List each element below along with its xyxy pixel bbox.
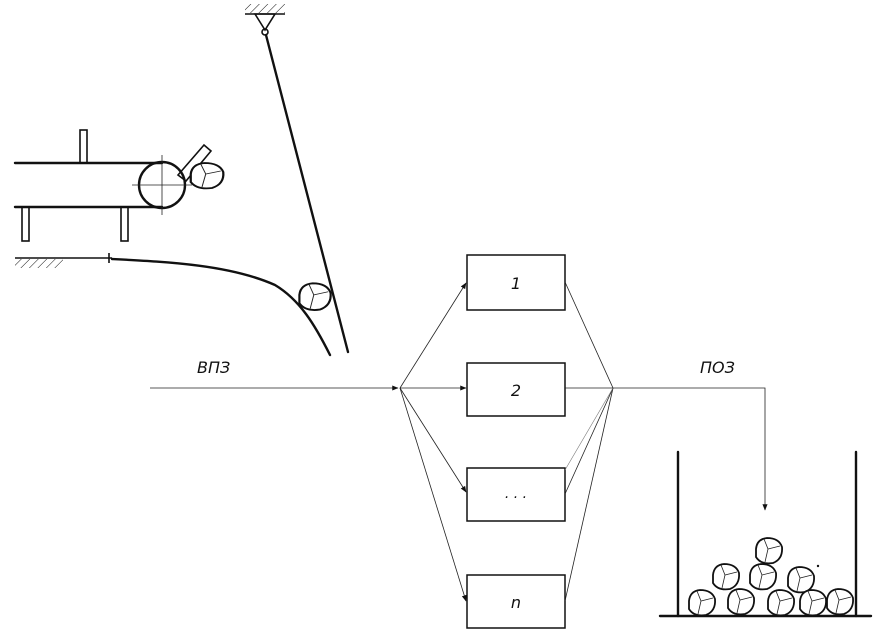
ground-left	[15, 253, 112, 268]
process-block-ellipsis: . . .	[466, 467, 566, 522]
output-flow-arrow	[613, 387, 768, 511]
conveyor-leg-left	[21, 206, 30, 242]
conveyor	[13, 129, 225, 242]
scraper-arm	[176, 143, 213, 183]
splitter-lines	[399, 282, 467, 602]
input-flow-label: ВПЗ	[197, 358, 230, 377]
stone-pile	[688, 537, 854, 617]
process-block-n: n	[466, 574, 566, 629]
falling-stone	[298, 282, 332, 312]
collection-bin	[658, 450, 873, 618]
block-label: n	[511, 593, 521, 612]
process-block-1: 1	[466, 254, 566, 311]
curved-chute	[110, 257, 332, 357]
output-flow-label: ПОЗ	[700, 358, 735, 377]
process-block-2: 2	[466, 362, 566, 417]
conveyor-post-top	[79, 129, 88, 164]
hanging-deflector	[245, 4, 350, 354]
merge-lines	[564, 281, 614, 602]
conveyor-leg-right	[120, 206, 129, 242]
block-label: 2	[511, 381, 521, 400]
block-label: . . .	[505, 486, 527, 502]
stone-on-conveyor	[189, 161, 225, 190]
block-label: 1	[511, 274, 521, 293]
